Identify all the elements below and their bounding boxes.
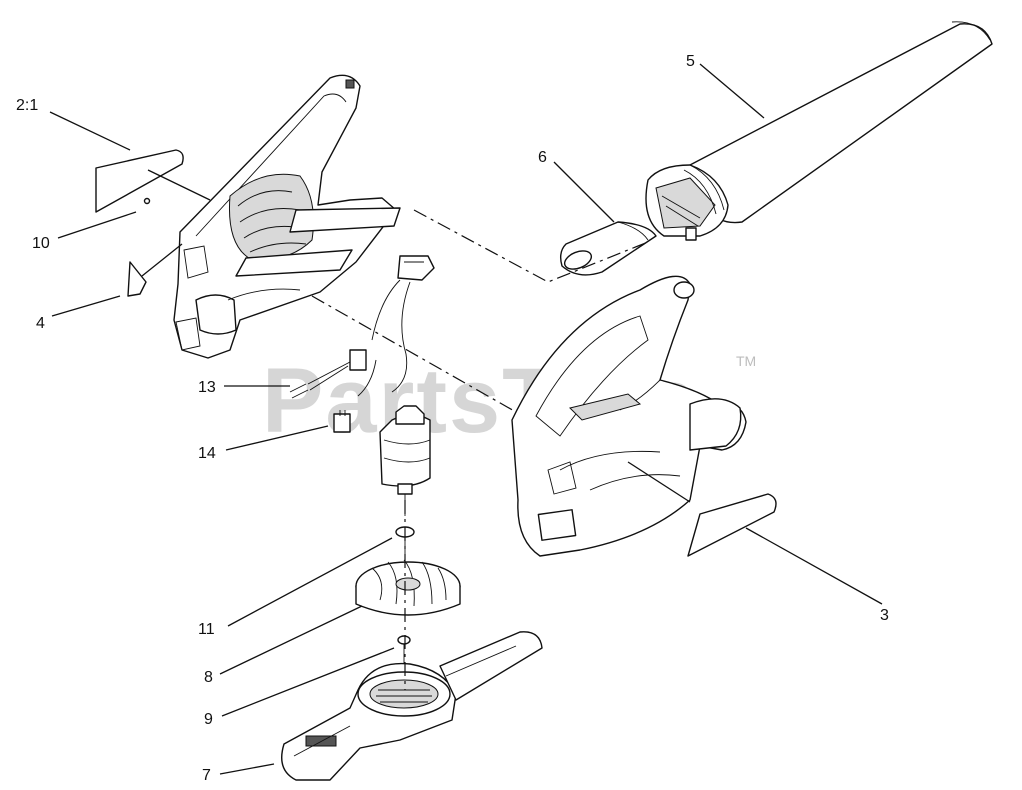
assembly-line-housing — [311, 295, 517, 413]
assembly-line-tube — [413, 209, 649, 283]
callout-13: 13 — [198, 379, 216, 396]
callout-14: 14 — [198, 445, 216, 462]
callout-8: 8 — [204, 669, 213, 686]
callout-2-1: 2:1 — [16, 97, 38, 114]
callout-5: 5 — [686, 53, 695, 70]
part-3-label — [687, 493, 777, 557]
trademark: TM — [736, 353, 756, 369]
part-8-fan-impeller — [355, 559, 461, 616]
part-5-blower-tube — [645, 21, 993, 241]
callout-3: 3 — [880, 607, 889, 624]
part-4-small-label — [127, 261, 147, 297]
part-13-switch-cord — [289, 255, 435, 399]
motor — [379, 405, 431, 516]
part-10-screw — [143, 197, 151, 205]
callout-7: 7 — [202, 767, 211, 784]
part-7-base-housing — [281, 631, 543, 781]
callout-11: 11 — [198, 621, 215, 638]
part-14-connector — [333, 410, 351, 433]
part-2-1-label — [95, 149, 184, 213]
callout-6: 6 — [538, 149, 547, 166]
left-housing-half — [173, 74, 401, 359]
part-3-main-housing — [511, 275, 747, 557]
callout-4: 4 — [36, 315, 45, 332]
callout-9: 9 — [204, 711, 213, 728]
part-6-nozzle-adapter — [559, 221, 657, 276]
callout-10: 10 — [32, 235, 50, 252]
